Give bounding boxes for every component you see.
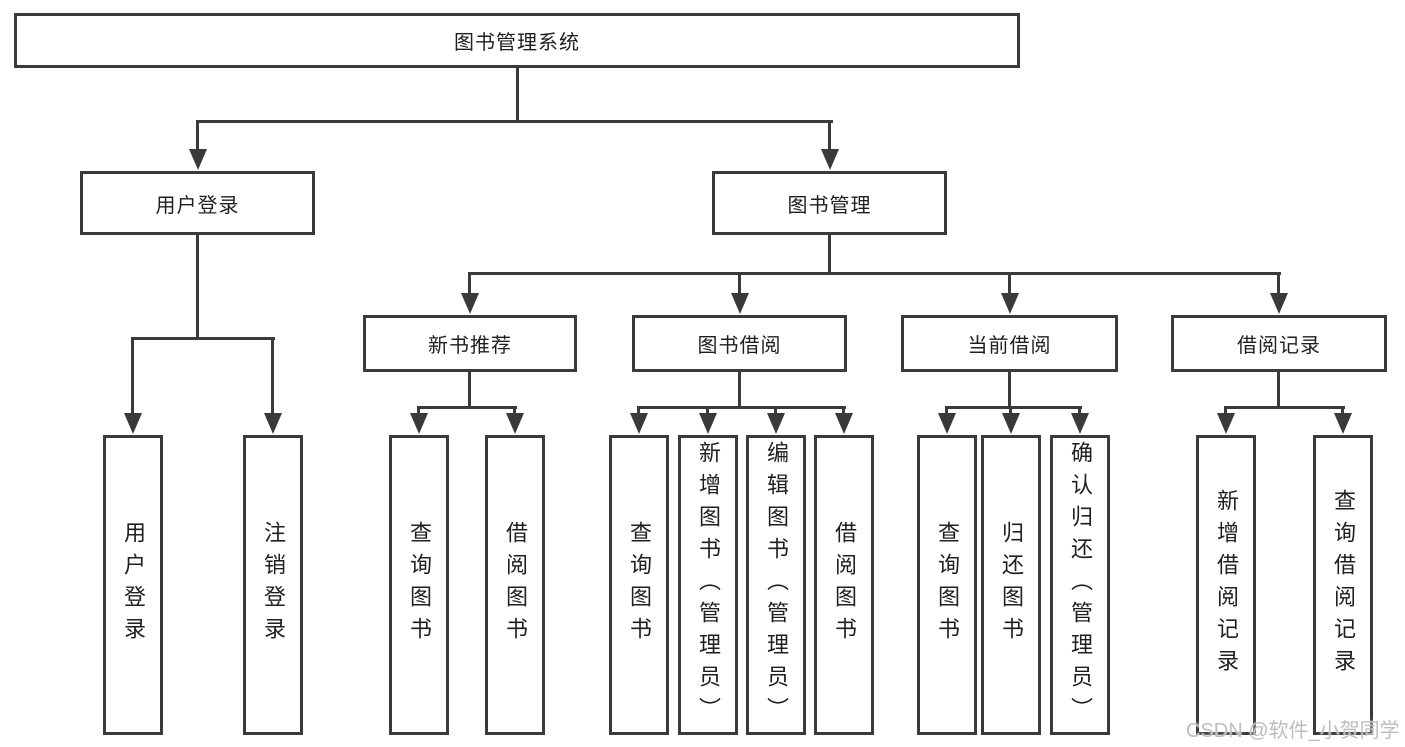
arrow-to-borrow-records bbox=[1277, 272, 1280, 293]
leaf-borrow-book-1: 借阅图书 bbox=[485, 435, 545, 735]
connector-new-book-rail bbox=[418, 406, 517, 409]
leaf-query-book-2: 查询图书 bbox=[609, 435, 669, 735]
arrow-to-leaf-return-book bbox=[1009, 406, 1012, 413]
arrow-to-leaf-query-book-2 bbox=[637, 406, 640, 413]
arrow-to-leaf-user-login bbox=[131, 337, 134, 413]
leaf-borrow-book-2: 借阅图书 bbox=[814, 435, 874, 735]
arrow-to-leaf-add-record bbox=[1224, 406, 1227, 413]
connector-level3-rail bbox=[469, 272, 1281, 275]
arrow-to-leaf-edit-book bbox=[774, 406, 777, 413]
connector-current-borrow-stem bbox=[1008, 372, 1011, 406]
arrow-to-new-book-recommend bbox=[468, 272, 471, 293]
arrow-to-user-login bbox=[196, 120, 199, 149]
leaf-edit-book-admin: 编辑图书（管理员） bbox=[746, 435, 806, 735]
connector-user-login-stem bbox=[196, 235, 199, 337]
connector-new-book-stem bbox=[468, 372, 471, 406]
connector-book-borrow-stem bbox=[738, 372, 741, 406]
arrow-to-leaf-query-book-3 bbox=[945, 406, 948, 413]
leaf-query-borrow-record: 查询借阅记录 bbox=[1313, 435, 1373, 735]
leaf-add-borrow-record: 新增借阅记录 bbox=[1196, 435, 1256, 735]
arrow-to-leaf-confirm-return bbox=[1078, 406, 1081, 413]
connector-level2-rail bbox=[197, 120, 833, 123]
node-library-management-system: 图书管理系统 bbox=[14, 13, 1020, 68]
arrow-to-book-management bbox=[828, 120, 831, 149]
node-current-borrow: 当前借阅 bbox=[901, 315, 1118, 372]
arrow-to-leaf-query-record bbox=[1341, 406, 1344, 413]
leaf-confirm-return-admin: 确认归还（管理员） bbox=[1050, 435, 1110, 735]
connector-user-login-rail bbox=[132, 337, 275, 340]
leaf-return-book: 归还图书 bbox=[981, 435, 1041, 735]
connector-current-borrow-rail bbox=[946, 406, 1082, 409]
node-book-borrow: 图书借阅 bbox=[632, 315, 847, 372]
leaf-query-book-3: 查询图书 bbox=[917, 435, 977, 735]
node-book-management: 图书管理 bbox=[712, 171, 947, 235]
connector-book-management-stem bbox=[828, 235, 831, 272]
leaf-logout: 注销登录 bbox=[243, 435, 303, 735]
arrow-to-leaf-borrow-book-2 bbox=[842, 406, 845, 413]
connector-root-stem bbox=[516, 68, 519, 120]
node-borrow-records: 借阅记录 bbox=[1171, 315, 1387, 372]
arrow-to-leaf-add-book bbox=[706, 406, 709, 413]
connector-borrow-records-stem bbox=[1277, 372, 1280, 406]
arrow-to-book-borrow bbox=[738, 272, 741, 293]
arrow-to-leaf-borrow-book-1 bbox=[513, 406, 516, 413]
arrow-to-current-borrow bbox=[1008, 272, 1011, 293]
csdn-watermark: CSDN @软件_小贺同学 bbox=[1186, 720, 1400, 742]
connector-book-borrow-rail bbox=[638, 406, 846, 409]
arrow-to-leaf-logout bbox=[271, 337, 274, 413]
connector-borrow-records-rail bbox=[1225, 406, 1345, 409]
leaf-query-book-1: 查询图书 bbox=[389, 435, 449, 735]
leaf-user-login: 用户登录 bbox=[103, 435, 163, 735]
arrow-to-leaf-query-book-1 bbox=[417, 406, 420, 413]
leaf-add-book-admin: 新增图书（管理员） bbox=[678, 435, 738, 735]
node-user-login: 用户登录 bbox=[80, 171, 315, 235]
node-new-book-recommend: 新书推荐 bbox=[363, 315, 577, 372]
